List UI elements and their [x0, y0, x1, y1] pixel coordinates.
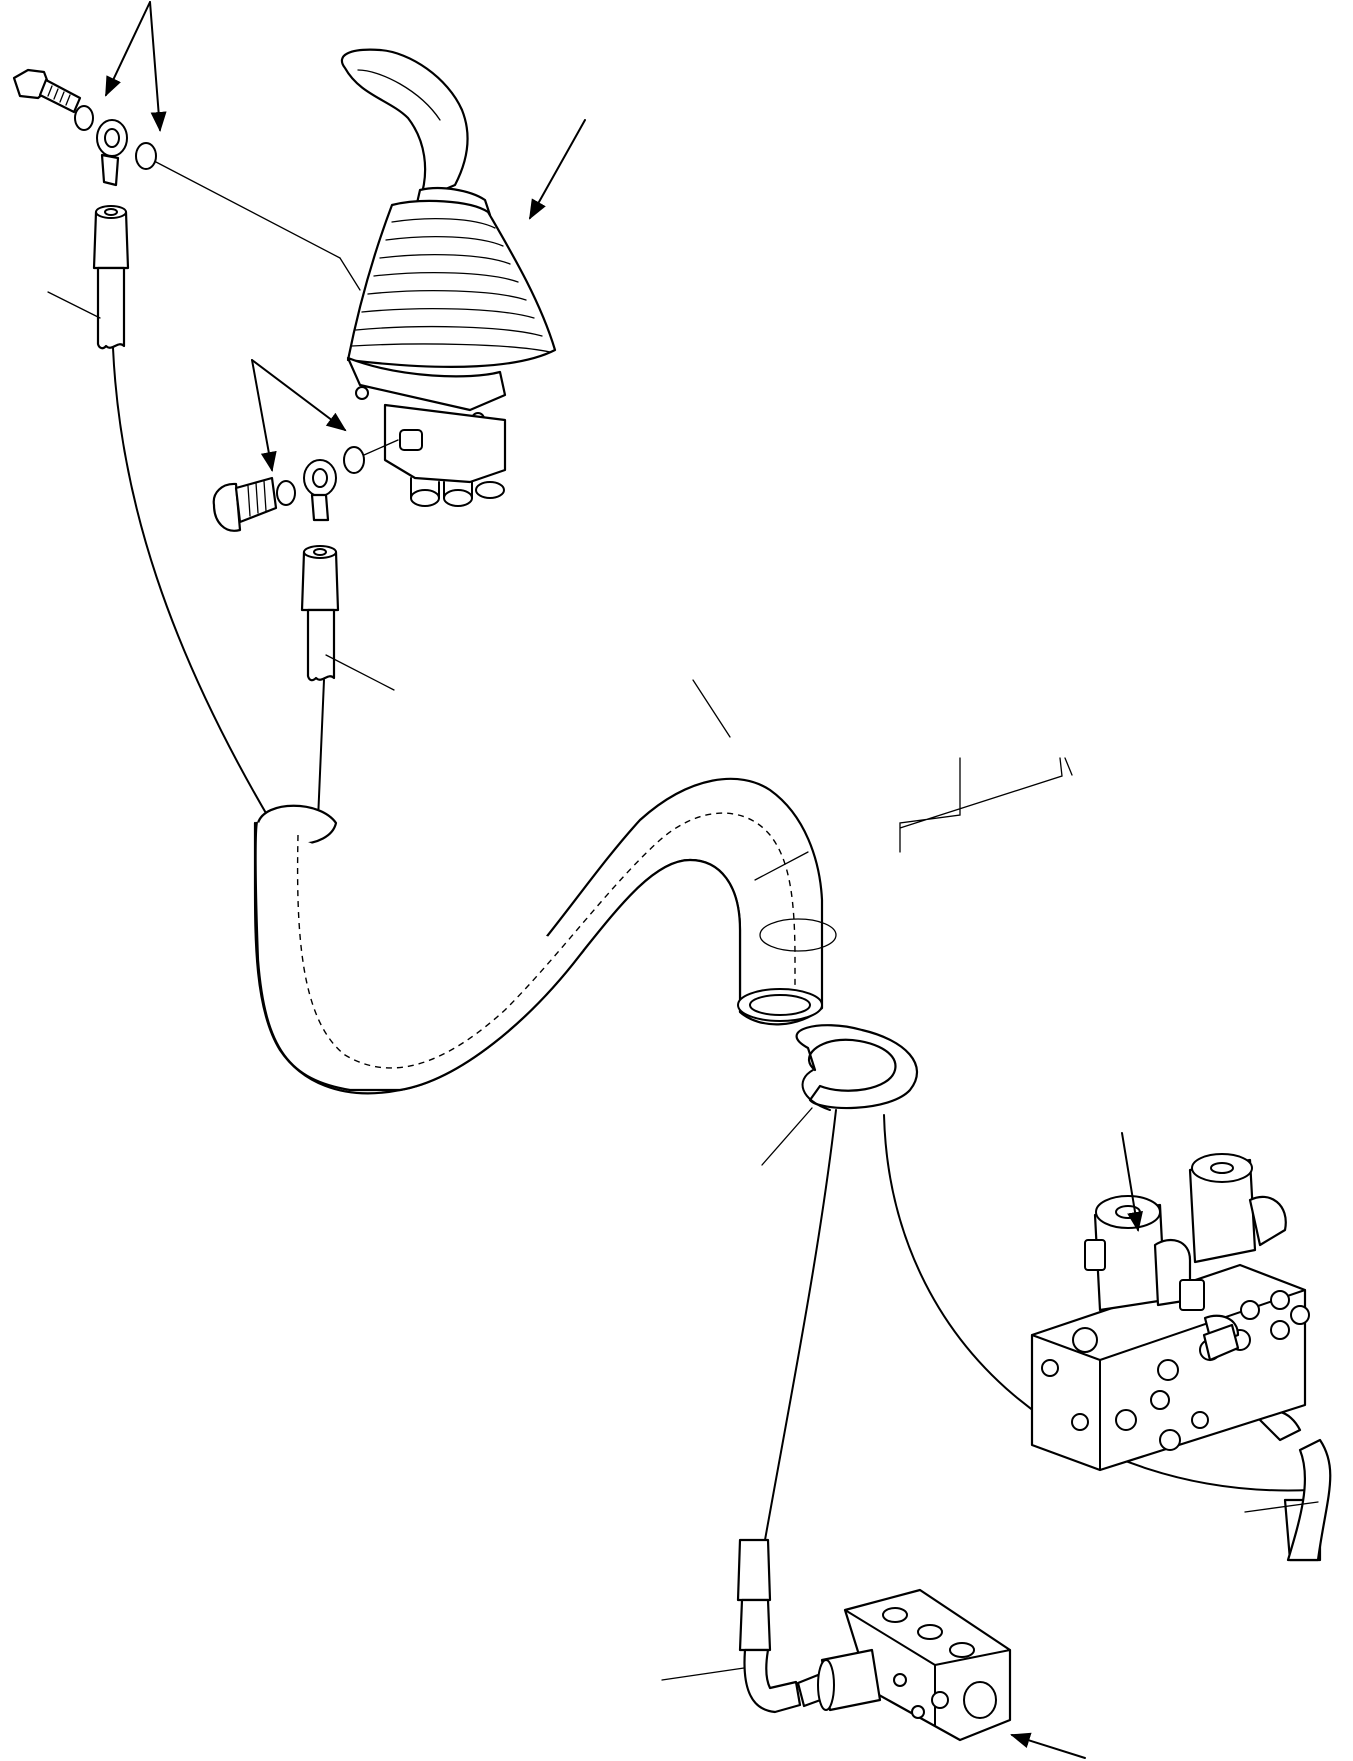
hose-bottom	[736, 1109, 837, 1714]
joystick-control-lever	[340, 48, 557, 507]
solenoid-coil-left	[1084, 1195, 1167, 1312]
leader-lines	[47, 1, 1319, 1759]
connector-block	[817, 1588, 1012, 1742]
solenoid-valve-block	[1030, 1153, 1310, 1472]
solenoid-coil-right	[1188, 1153, 1287, 1264]
sleeve-clamp	[795, 1024, 918, 1111]
routing-lines	[899, 757, 1073, 853]
protective-sleeve	[253, 777, 837, 1095]
swivel-bolt-upper	[12, 68, 361, 291]
swivel-bolt-lower	[212, 439, 399, 821]
hose-left	[92, 205, 271, 821]
